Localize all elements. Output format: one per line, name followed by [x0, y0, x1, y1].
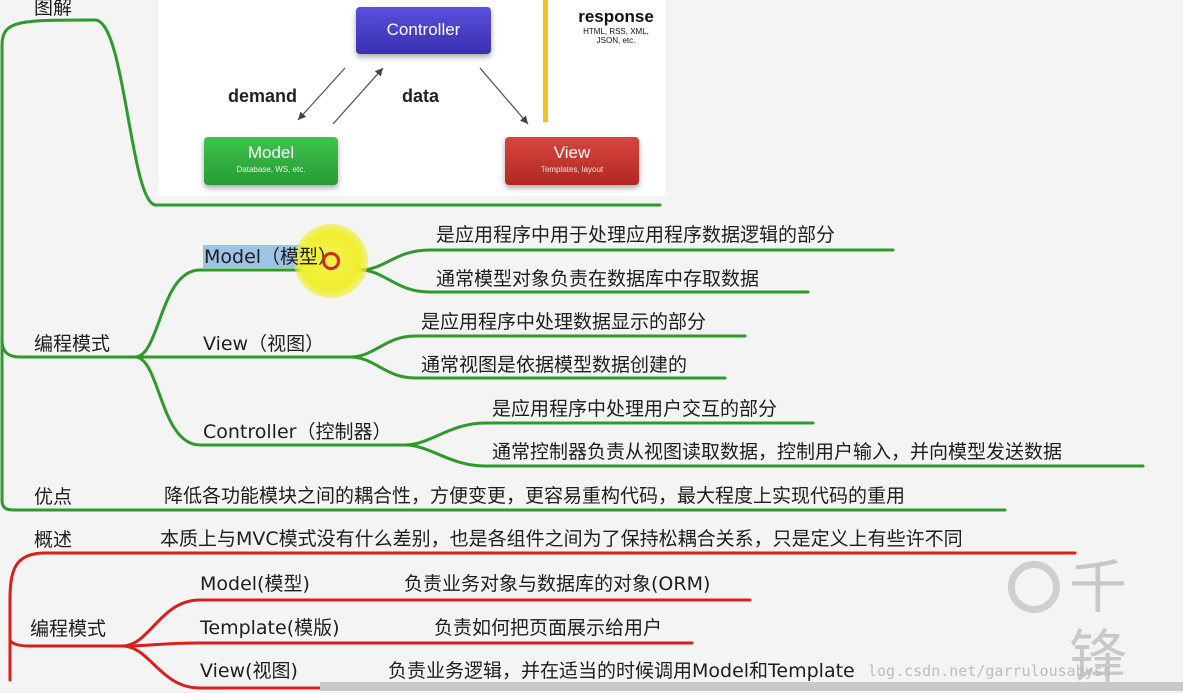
to-model — [133, 268, 362, 359]
watermark-url: log.csdn.net/garrulousabyss — [868, 662, 1112, 680]
node-model-desc-1[interactable]: 是应用程序中用于处理应用程序数据逻辑的部分 — [436, 224, 836, 246]
node-mvt-model-desc[interactable]: 负责业务对象与数据库的对象(ORM) — [404, 573, 711, 595]
response-label: response HTML, RSS, XML, JSON, etc. — [571, 7, 661, 45]
response-title: response — [578, 7, 654, 26]
diagram-arrows — [297, 0, 548, 125]
node-advantage[interactable]: 优点 — [34, 486, 73, 508]
horizontal-scrollbar[interactable] — [320, 682, 1183, 691]
node-view-desc-2[interactable]: 通常视图是依据模型数据创建的 — [421, 354, 688, 376]
node-mvt-template[interactable]: Template(模版) — [200, 617, 340, 639]
to-ctrl — [133, 355, 407, 447]
data-label: data — [402, 86, 440, 106]
branch-mvt-mode — [8, 638, 124, 648]
node-view-desc-1[interactable]: 是应用程序中处理数据显示的部分 — [421, 311, 707, 333]
node-view[interactable]: View（视图） — [203, 333, 325, 355]
to-mvt-model — [120, 598, 752, 648]
node-mvt-mode[interactable]: 编程模式 — [30, 618, 107, 640]
node-model[interactable]: Model（模型） — [204, 246, 338, 268]
controller-box: Controller — [356, 7, 491, 54]
branch-tujie — [0, 18, 662, 207]
mouse-pointer-icon — [322, 252, 340, 270]
watermark-brand-text: 千锋 — [1069, 555, 1128, 690]
view-d2 — [348, 355, 727, 380]
brand-watermark: 千锋 — [1005, 553, 1183, 690]
node-advantage-desc[interactable]: 降低各功能模块之间的耦合性，方便变更，更容易重构代码，最大程度上实现代码的重用 — [164, 485, 906, 507]
node-tujie[interactable]: 图解 — [34, 0, 73, 19]
view-box: View Templates, layout — [505, 137, 639, 185]
node-mvt-view[interactable]: View(视图) — [200, 660, 298, 682]
response-sub1: HTML, RSS, XML, — [583, 27, 649, 36]
controller-box-label: Controller — [386, 20, 461, 39]
model-box-label: Model — [247, 143, 295, 162]
ctrl-d1 — [403, 421, 815, 447]
node-overview[interactable]: 概述 — [34, 529, 73, 551]
demand-label: demand — [228, 86, 298, 106]
node-controller-desc-1[interactable]: 是应用程序中处理用户交互的部分 — [492, 398, 778, 420]
node-controller[interactable]: Controller（控制器） — [203, 421, 392, 443]
watermark-logo-icon — [1008, 561, 1060, 613]
model-box: Model Database, WS, etc. — [204, 137, 338, 185]
model-d2 — [358, 268, 810, 294]
node-mvt-view-desc[interactable]: 负责业务逻辑，并在适当的时候调用Model和Template — [388, 660, 855, 682]
trunk-green — [0, 43, 16, 512]
branch-mvc-mode — [0, 338, 137, 359]
node-controller-desc-2[interactable]: 通常控制器负责从视图读取数据，控制用户输入，并向模型发送数据 — [492, 441, 1063, 463]
node-mvt-model[interactable]: Model(模型) — [200, 573, 310, 595]
to-mvt-template — [120, 641, 694, 648]
view-box-sub: Templates, layout — [540, 165, 604, 174]
node-overview-desc[interactable]: 本质上与MVC模式没有什么差别，也是各组件之间为了保持松耦合关系，只是定义上有些… — [160, 528, 963, 550]
view-box-label: View — [553, 143, 591, 162]
node-mvc-mode[interactable]: 编程模式 — [34, 333, 111, 355]
mvc-diagram-image: Controller Model Database, WS, etc. View… — [158, 0, 666, 196]
model-box-sub: Database, WS, etc. — [236, 165, 306, 174]
to-mvt-view — [120, 644, 882, 690]
response-sub2: JSON, etc. — [596, 36, 636, 45]
red-trunk-top — [8, 551, 47, 602]
node-model-desc-2[interactable]: 通常模型对象负责在数据库中存取数据 — [436, 268, 760, 290]
model-d1 — [358, 248, 895, 272]
node-mvt-template-desc[interactable]: 负责如何把页面展示给用户 — [434, 617, 663, 639]
ctrl-d2 — [403, 443, 1145, 468]
